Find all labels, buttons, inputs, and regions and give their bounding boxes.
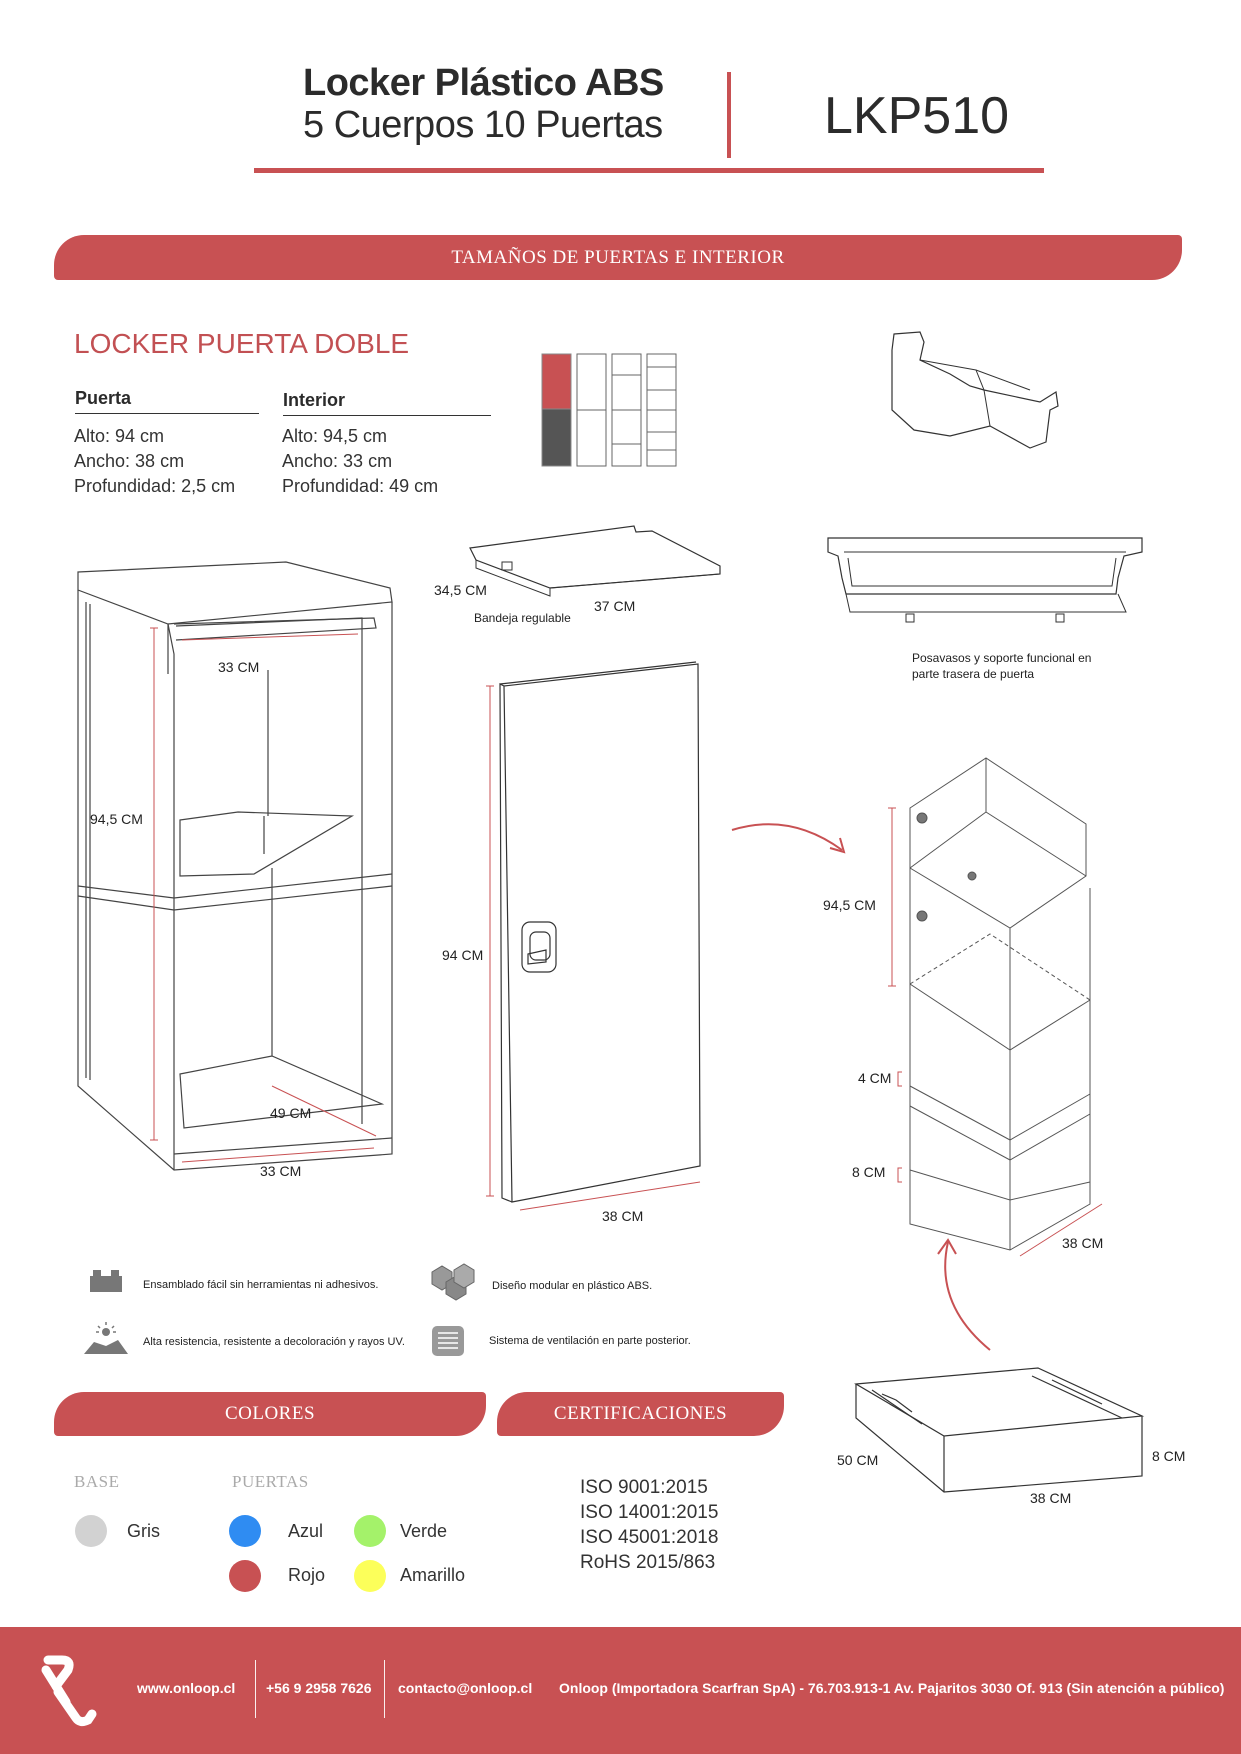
certification-item: ISO 9001:2015 bbox=[580, 1477, 708, 1498]
door-spec-title: Puerta bbox=[75, 388, 259, 414]
exploded-gap-top-label: 4 CM bbox=[858, 1070, 892, 1086]
shelf-depth-label: 34,5 CM bbox=[434, 582, 487, 598]
door-spec-line: Profundidad: 2,5 cm bbox=[74, 476, 236, 496]
door-height-label: 94 CM bbox=[442, 947, 484, 963]
cup-holder-drawing bbox=[827, 537, 1143, 623]
section-bar-colors: COLORES bbox=[54, 1392, 486, 1436]
door-spec-line: Alto: 94 cm bbox=[74, 426, 165, 446]
footer-bar bbox=[0, 1627, 1241, 1754]
product-subtitle: 5 Cuerpos 10 Puertas bbox=[303, 104, 663, 146]
footer-company-info: Onloop (Importadora Scarfran SpA) - 76.7… bbox=[559, 1680, 1225, 1696]
holder-caption-line1: Posavasos y soporte funcional en bbox=[912, 651, 1092, 665]
product-title: Locker Plástico ABS bbox=[303, 62, 664, 104]
certification-item: ISO 45001:2018 bbox=[580, 1527, 719, 1548]
color-label: Gris bbox=[127, 1521, 160, 1541]
cubes-icon bbox=[431, 1263, 475, 1301]
header-rule bbox=[254, 168, 1044, 173]
exploded-width-label: 38 CM bbox=[1062, 1235, 1104, 1251]
base-color-heading: BASE bbox=[74, 1472, 120, 1491]
onloop-logo-icon bbox=[41, 1655, 97, 1727]
interior-spec-list: Alto: 94,5 cm Ancho: 33 cm Profundidad: … bbox=[282, 424, 438, 499]
section-bar-sizes: TAMAÑOS DE PUERTAS E INTERIOR bbox=[54, 235, 1182, 280]
interior-spec-line: Ancho: 33 cm bbox=[282, 451, 393, 471]
interior-spec-line: Alto: 94,5 cm bbox=[282, 426, 388, 446]
color-swatch-azul bbox=[229, 1515, 261, 1547]
certification-item: ISO 14001:2015 bbox=[580, 1502, 719, 1523]
arrow-from-base bbox=[937, 1238, 991, 1351]
footer-phone[interactable]: +56 9 2958 7626 bbox=[266, 1680, 372, 1696]
interior-spec-line: Profundidad: 49 cm bbox=[282, 476, 439, 496]
certification-list: ISO 9001:2015 ISO 14001:2015 ISO 45001:2… bbox=[580, 1475, 718, 1575]
door-spec-line: Ancho: 38 cm bbox=[74, 451, 185, 471]
interior-spec-title: Interior bbox=[283, 390, 491, 416]
section-bar-certifications: CERTIFICACIONES bbox=[497, 1392, 784, 1436]
color-label: Amarillo bbox=[400, 1565, 466, 1585]
footer-email-link[interactable]: contacto@onloop.cl bbox=[398, 1680, 533, 1696]
feature-text: Ensamblado fácil sin herramientas ni adh… bbox=[143, 1279, 379, 1291]
blocks-icon bbox=[90, 1270, 122, 1292]
locker-height-label: 94,5 CM bbox=[90, 811, 143, 827]
ventilation-icon bbox=[432, 1326, 464, 1356]
shelf-drawing bbox=[469, 525, 721, 597]
footer-separator bbox=[255, 1660, 256, 1718]
exploded-gap-bottom-label: 8 CM bbox=[852, 1164, 886, 1180]
locker-top-width-label: 33 CM bbox=[218, 659, 260, 675]
exploded-locker-drawing bbox=[888, 757, 1103, 1257]
sun-resistance-icon bbox=[84, 1322, 128, 1354]
arrow-to-exploded bbox=[731, 823, 846, 854]
door-color-heading: PUERTAS bbox=[232, 1472, 309, 1491]
locker-depth-label: 49 CM bbox=[270, 1105, 312, 1121]
feature-text: Diseño modular en plástico ABS. bbox=[492, 1280, 653, 1292]
base-width-label: 38 CM bbox=[1030, 1490, 1072, 1506]
certification-item: RoHS 2015/863 bbox=[580, 1552, 716, 1573]
base-drawing bbox=[854, 1367, 1145, 1493]
model-code: LKP510 bbox=[824, 87, 1010, 145]
color-swatch-amarillo bbox=[354, 1560, 386, 1592]
door-drawing bbox=[486, 661, 701, 1211]
color-label: Verde bbox=[400, 1521, 448, 1541]
color-swatch-rojo bbox=[229, 1560, 261, 1592]
shelf-width-label: 37 CM bbox=[594, 598, 636, 614]
color-swatch-gris bbox=[75, 1515, 107, 1547]
holder-caption-line2: parte trasera de puerta bbox=[912, 667, 1035, 681]
door-hook-drawing bbox=[891, 331, 1059, 449]
footer-website-link[interactable]: www.onloop.cl bbox=[137, 1680, 236, 1696]
color-swatch-verde bbox=[354, 1515, 386, 1547]
locker-bottom-width-label: 33 CM bbox=[260, 1163, 302, 1179]
footer-separator bbox=[384, 1660, 385, 1718]
locker-open-drawing bbox=[77, 561, 393, 1171]
header-divider bbox=[727, 72, 731, 158]
base-depth-label: 50 CM bbox=[837, 1452, 879, 1468]
exploded-height-label: 94,5 CM bbox=[823, 897, 876, 913]
locker-columns-diagram bbox=[541, 353, 677, 467]
feature-text: Sistema de ventilación en parte posterio… bbox=[489, 1335, 691, 1347]
base-height-label: 8 CM bbox=[1152, 1448, 1186, 1464]
spec-heading: LOCKER PUERTA DOBLE bbox=[74, 328, 410, 359]
color-label: Rojo bbox=[288, 1565, 326, 1585]
shelf-caption: Bandeja regulable bbox=[474, 611, 571, 625]
feature-text: Alta resistencia, resistente a decolorac… bbox=[143, 1336, 405, 1348]
door-width-label: 38 CM bbox=[602, 1208, 644, 1224]
door-spec-list: Alto: 94 cm Ancho: 38 cm Profundidad: 2,… bbox=[74, 424, 235, 499]
color-label: Azul bbox=[288, 1521, 324, 1541]
